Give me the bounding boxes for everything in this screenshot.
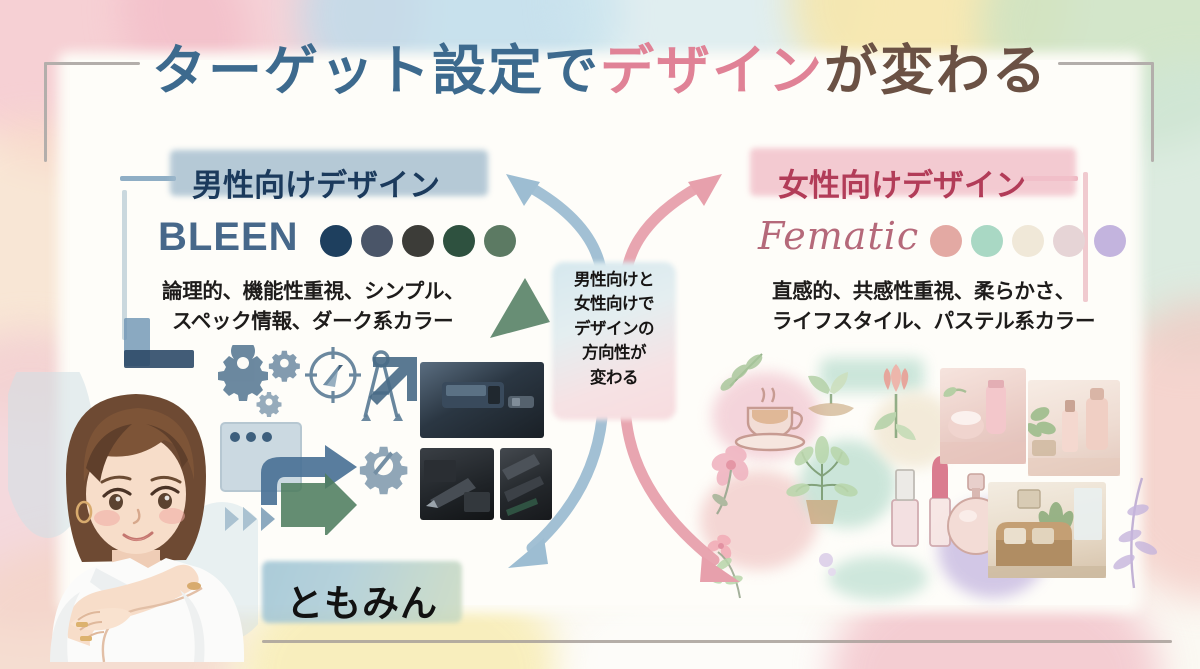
skincare-photo (940, 368, 1026, 464)
right-icon-cluster (705, 353, 951, 599)
left-description-line-2: スペック情報、ダーク系カラー (172, 309, 454, 333)
arrow-down-left (508, 412, 608, 568)
arrow-down-right (620, 412, 740, 582)
right-description-line-1: 直感的、共感性重視、柔らかさ、 (772, 279, 1075, 303)
swatch-mint (971, 225, 1003, 257)
swatch-charcoal (402, 225, 434, 257)
center-note-background (552, 262, 676, 420)
left-triangle-accent (480, 278, 550, 350)
center-note-line-1: 男性向けと (574, 270, 655, 289)
swatch-sage (484, 225, 516, 257)
center-note-line-4: 方向性が (582, 343, 647, 363)
dark-device-photo (420, 362, 544, 438)
left-brand-name: BLEEN (158, 215, 299, 259)
swatch-cream (1012, 225, 1044, 257)
left-header-highlight (170, 150, 488, 196)
center-note-line-3: デザインの (574, 318, 655, 338)
swatch-slate (361, 225, 393, 257)
center-note-line-2: 女性向けで (574, 294, 655, 314)
left-description-line-1: 論理的、機能性重視、シンプル、 (162, 279, 465, 303)
left-panel-header: 男性向けデザイン (192, 168, 440, 204)
dark-pen-photo (420, 448, 494, 520)
mint-blob-3 (828, 556, 928, 600)
swatch-navy (320, 225, 352, 257)
title-segment-blue: ターゲット設定で (152, 39, 600, 102)
right-header-highlight (750, 148, 1076, 196)
page-title: ターゲット設定でデザインが変わる (0, 26, 1200, 105)
right-color-swatches (930, 225, 1126, 257)
center-note-line-5: 変わる (590, 367, 639, 387)
swatch-lavender (1094, 225, 1126, 257)
left-color-swatches (320, 225, 516, 257)
leaf-branch-accent (1113, 477, 1158, 589)
left-icon-cluster (218, 345, 417, 535)
swatch-blush (1053, 225, 1085, 257)
bottom-rule (262, 640, 1172, 643)
swatch-rose (930, 225, 962, 257)
swatch-forest (443, 225, 475, 257)
dark-tools-photo (500, 448, 552, 520)
right-brand-name: Fematic (758, 214, 920, 258)
signature-badge-background (262, 561, 462, 623)
title-segment-pink: デザイン (600, 39, 824, 102)
serum-bottles-photo (1026, 380, 1120, 476)
living-room-photo (988, 482, 1106, 578)
signature-text: ともみん (286, 582, 438, 625)
right-panel-header: 女性向けデザイン (778, 168, 1026, 204)
woman-portrait-illustration (8, 372, 258, 662)
title-segment-brown: が変わる (824, 39, 1048, 102)
right-description-line-2: ライフスタイル、パステル系カラー (772, 309, 1096, 333)
center-note: 男性向けと 女性向けで デザインの 方向性が 変わる (552, 268, 676, 390)
